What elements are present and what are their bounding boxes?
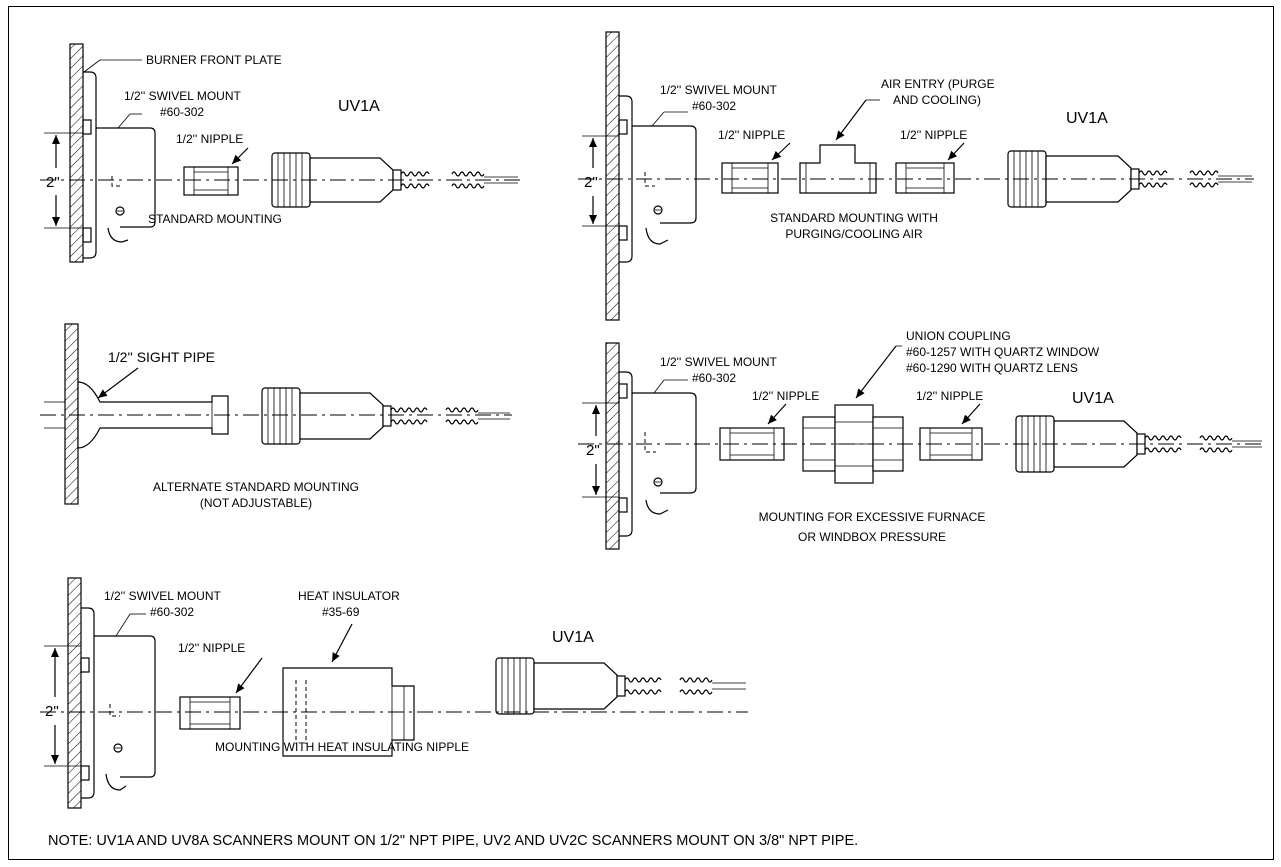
nipple — [183, 166, 239, 196]
swivel-mount — [80, 607, 156, 799]
swivel-mount-part: #60-302 — [692, 99, 736, 113]
diagram-sight-pipe: 1/2'' SIGHT PIPE ALTERNATE STANDARD MOUN… — [40, 323, 512, 510]
burner-front-plate — [69, 43, 84, 263]
burner-front-plate — [67, 577, 82, 809]
swivel-mount — [82, 71, 156, 259]
swivel-mount-part: #60-302 — [692, 371, 736, 385]
swivel-mount-label: 1/2'' SWIVEL MOUNT — [124, 89, 241, 103]
union-coupling-lens: #60-1290 WITH QUARTZ LENS — [906, 361, 1078, 375]
sight-pipe — [44, 381, 229, 449]
nipple-label: 1/2'' NIPPLE — [176, 132, 243, 146]
nipple — [179, 696, 241, 730]
nipple-right — [895, 162, 955, 194]
diagram-standard-mounting: 2" BURNER FRONT PLATE — [40, 43, 520, 263]
nipple-label-left: 1/2'' NIPPLE — [752, 389, 819, 403]
swivel-mount-label: 1/2'' SWIVEL MOUNT — [660, 83, 777, 97]
dimension-label: 2" — [46, 174, 60, 191]
swivel-mount-part: #60-302 — [150, 605, 194, 619]
tee-air-entry — [799, 144, 877, 194]
scanner-label: UV1A — [1072, 390, 1114, 407]
burner-front-plate — [605, 342, 620, 550]
burner-front-plate — [605, 31, 620, 321]
caption: STANDARD MOUNTING — [148, 212, 282, 226]
swivel-mount-part: #60-302 — [160, 105, 204, 119]
scanner-label: UV1A — [552, 629, 594, 646]
caption-line-2: PURGING/COOLING AIR — [785, 227, 923, 241]
swivel-mount-label: 1/2'' SWIVEL MOUNT — [104, 589, 221, 603]
nipple-label-right: 1/2'' NIPPLE — [916, 389, 983, 403]
uv1a-scanner — [495, 657, 746, 715]
air-entry-label-2: AND COOLING) — [893, 93, 981, 107]
dimension-2in: 2" — [582, 402, 619, 498]
dimension-2in: 2" — [44, 132, 83, 229]
burner-front-plate — [64, 323, 79, 505]
dimension-label: 2" — [584, 174, 598, 191]
swivel-mount-label: 1/2'' SWIVEL MOUNT — [660, 355, 777, 369]
heat-insulator-label: HEAT INSULATOR — [298, 589, 400, 603]
uv1a-scanner — [261, 387, 510, 445]
scanner-label: UV1A — [338, 98, 380, 115]
caption-line-1: ALTERNATE STANDARD MOUNTING — [153, 480, 359, 494]
sight-pipe-label: 1/2'' SIGHT PIPE — [108, 349, 215, 365]
nipple-label: 1/2'' NIPPLE — [178, 641, 245, 655]
swivel-mount — [618, 95, 697, 263]
diagram-excessive-pressure: 2" — [578, 329, 1264, 550]
nipple-label-left: 1/2'' NIPPLE — [718, 128, 785, 142]
heat-insulator — [282, 667, 415, 757]
swivel-mount — [618, 371, 697, 537]
heat-insulator-part: #35-69 — [322, 605, 360, 619]
scanner-label: UV1A — [1066, 110, 1108, 127]
union-coupling-label: UNION COUPLING — [906, 329, 1011, 343]
caption-line-1: MOUNTING FOR EXCESSIVE FURNACE — [759, 510, 986, 524]
leader-plate — [83, 59, 101, 73]
nipple-left — [721, 162, 779, 194]
plate-label: BURNER FRONT PLATE — [146, 53, 282, 67]
caption-line-1: STANDARD MOUNTING WITH — [770, 211, 938, 225]
caption-line-2: (NOT ADJUSTABLE) — [200, 496, 312, 510]
footnote: NOTE: UV1A AND UV8A SCANNERS MOUNT ON 1/… — [48, 833, 858, 849]
diagram-purging-cooling: 2" — [578, 31, 1254, 321]
caption: MOUNTING WITH HEAT INSULATING NIPPLE — [215, 740, 469, 754]
union-coupling-window: #60-1257 WITH QUARTZ WINDOW — [906, 345, 1100, 359]
diagram-heat-insulator: 2" 1/2'' — [40, 577, 748, 809]
dimension-2in: 2" — [582, 135, 619, 227]
nipple-label-right: 1/2'' NIPPLE — [900, 128, 967, 142]
air-entry-label: AIR ENTRY (PURGE — [881, 77, 995, 91]
caption-line-2: OR WINDBOX PRESSURE — [798, 530, 946, 544]
dimension-label: 2" — [586, 442, 600, 459]
